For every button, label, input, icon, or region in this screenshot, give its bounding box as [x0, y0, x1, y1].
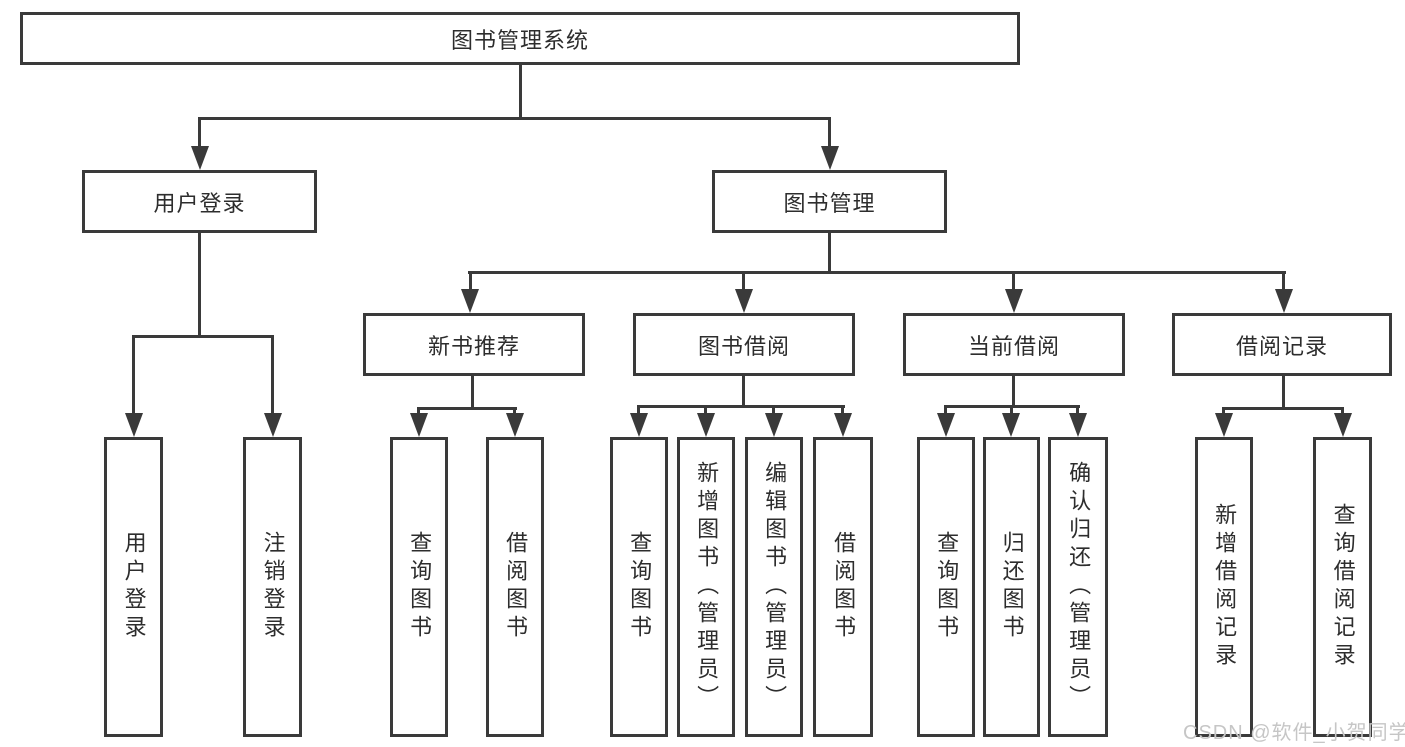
connector-arrow	[834, 413, 852, 437]
node-user-login-group-label: 用户登录	[153, 190, 246, 216]
connector-line	[1282, 271, 1285, 293]
leaf-confirm-return-admin: 确认归还（管理员）	[1048, 437, 1108, 737]
leaf-query-books-current-label: 查询图书	[934, 531, 960, 643]
leaf-logout: 注销登录	[243, 437, 302, 737]
leaf-borrow-books-recommend-label: 借阅图书	[503, 531, 529, 643]
connector-line	[944, 405, 947, 417]
connector-line	[417, 407, 420, 417]
leaf-borrow-books-recommend: 借阅图书	[486, 437, 544, 737]
leaf-borrow-books-borrowing-label: 借阅图书	[831, 531, 857, 643]
connector-arrow	[191, 146, 209, 170]
connector-arrow	[735, 289, 753, 313]
leaf-add-books-admin: 新增图书（管理员）	[677, 437, 735, 737]
connector-line	[132, 335, 274, 338]
connector-line	[742, 374, 745, 408]
connector-line	[1010, 405, 1013, 417]
connector-arrow	[1002, 413, 1020, 437]
connector-arrow	[821, 146, 839, 170]
node-root: 图书管理系统	[20, 12, 1020, 65]
connector-line	[469, 271, 472, 293]
connector-line	[271, 335, 274, 417]
connector-line	[471, 374, 474, 410]
connector-line	[1076, 405, 1079, 417]
connector-line	[828, 117, 831, 150]
connector-arrow	[937, 413, 955, 437]
leaf-return-books: 归还图书	[983, 437, 1040, 737]
leaf-add-borrow-record-label: 新增借阅记录	[1212, 503, 1238, 671]
connector-line	[772, 405, 775, 417]
node-borrowing-records: 借阅记录	[1172, 313, 1392, 376]
connector-arrow	[264, 413, 282, 437]
connector-line	[828, 231, 831, 274]
csdn-watermark: CSDN @软件_小贺同学	[1183, 722, 1405, 744]
connector-line	[417, 407, 517, 410]
connector-arrow	[697, 413, 715, 437]
connector-arrow	[1334, 413, 1352, 437]
leaf-user-login-label: 用户登录	[121, 531, 147, 643]
connector-arrow	[461, 289, 479, 313]
connector-arrow	[410, 413, 428, 437]
leaf-query-books-recommend: 查询图书	[390, 437, 448, 737]
leaf-query-books-borrowing-label: 查询图书	[627, 531, 653, 643]
connector-line	[742, 271, 745, 293]
connector-arrow	[125, 413, 143, 437]
connector-line	[132, 335, 135, 417]
node-current-borrowing-label: 当前借阅	[967, 333, 1060, 359]
connector-line	[468, 271, 1286, 274]
leaf-borrow-books-borrowing: 借阅图书	[813, 437, 873, 737]
node-book-management-group-label: 图书管理	[783, 190, 876, 216]
leaf-edit-books-admin-label: 编辑图书（管理员）	[762, 461, 788, 713]
connector-arrow	[1215, 413, 1233, 437]
connector-line	[519, 64, 522, 120]
node-book-management-group: 图书管理	[712, 170, 947, 233]
connector-line	[513, 407, 516, 417]
connector-line	[1341, 407, 1344, 417]
leaf-add-books-admin-label: 新增图书（管理员）	[694, 461, 720, 713]
leaf-query-books-current: 查询图书	[917, 437, 975, 737]
node-new-book-recommend-label: 新书推荐	[427, 333, 520, 359]
connector-line	[1222, 407, 1344, 410]
connector-arrow	[765, 413, 783, 437]
connector-line	[1012, 271, 1015, 293]
connector-arrow	[1005, 289, 1023, 313]
connector-line	[841, 405, 844, 417]
connector-arrow	[630, 413, 648, 437]
leaf-user-login: 用户登录	[104, 437, 163, 737]
node-user-login-group: 用户登录	[82, 170, 317, 233]
connector-line	[637, 405, 845, 408]
connector-arrow	[506, 413, 524, 437]
node-root-label: 图书管理系统	[450, 27, 589, 53]
node-book-borrowing: 图书借阅	[633, 313, 855, 376]
connector-line	[1012, 374, 1015, 408]
connector-line	[704, 405, 707, 417]
connector-line	[637, 405, 640, 417]
node-current-borrowing: 当前借阅	[903, 313, 1125, 376]
leaf-add-borrow-record: 新增借阅记录	[1195, 437, 1253, 737]
leaf-confirm-return-admin-label: 确认归还（管理员）	[1066, 461, 1092, 713]
node-book-borrowing-label: 图书借阅	[697, 333, 790, 359]
connector-arrow	[1069, 413, 1087, 437]
connector-line	[198, 117, 831, 120]
connector-line	[1222, 407, 1225, 417]
leaf-query-books-borrowing: 查询图书	[610, 437, 668, 737]
connector-line	[198, 231, 201, 338]
leaf-query-books-recommend-label: 查询图书	[407, 531, 433, 643]
connector-line	[1282, 374, 1285, 410]
leaf-edit-books-admin: 编辑图书（管理员）	[745, 437, 803, 737]
node-borrowing-records-label: 借阅记录	[1235, 333, 1328, 359]
connector-arrow	[1275, 289, 1293, 313]
leaf-query-borrow-record: 查询借阅记录	[1313, 437, 1372, 737]
leaf-query-borrow-record-label: 查询借阅记录	[1330, 503, 1356, 671]
leaf-logout-label: 注销登录	[260, 531, 286, 643]
leaf-return-books-label: 归还图书	[999, 531, 1025, 643]
node-new-book-recommend: 新书推荐	[363, 313, 585, 376]
connector-line	[198, 117, 201, 150]
